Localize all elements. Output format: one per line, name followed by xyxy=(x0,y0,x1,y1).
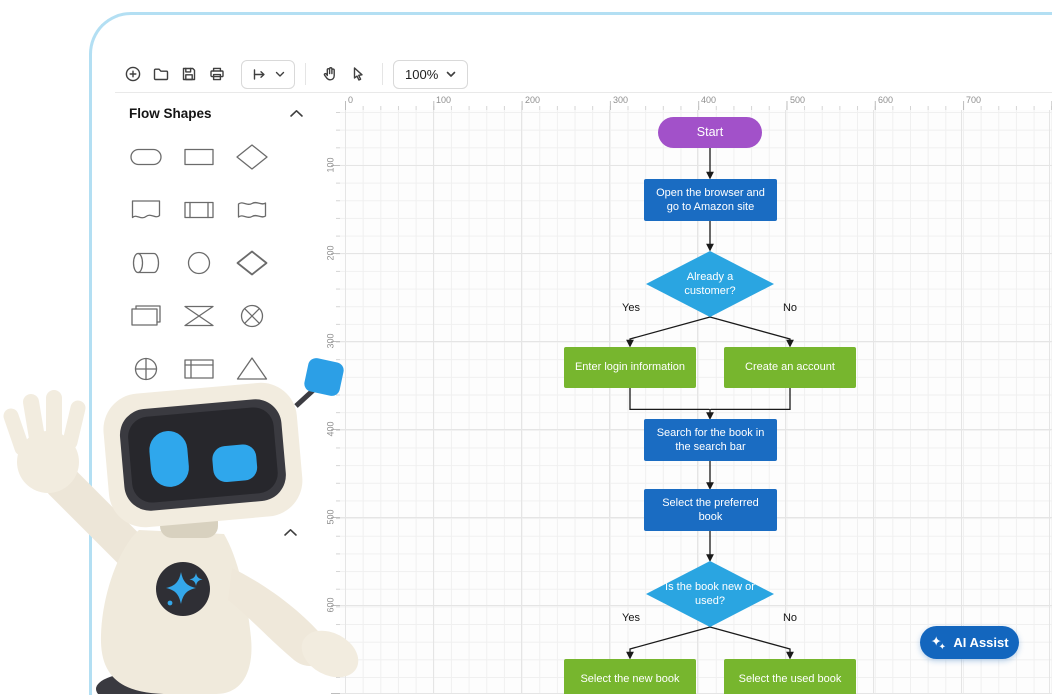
flow-node-select-new[interactable]: Select the new book xyxy=(564,659,696,694)
ruler-label: 500 xyxy=(790,95,806,105)
ruler-label: 700 xyxy=(966,95,982,105)
zoom-level-value: 100% xyxy=(405,66,439,82)
sidebar-section-collapse-button[interactable] xyxy=(281,523,300,542)
ruler-label: 100 xyxy=(436,95,452,105)
chevron-up-icon xyxy=(284,529,297,536)
ruler-label: 500 xyxy=(325,509,336,525)
shape-stored-data[interactable] xyxy=(119,236,172,289)
shape-document[interactable] xyxy=(119,183,172,236)
ruler-label: 600 xyxy=(878,95,894,105)
save-button[interactable] xyxy=(175,60,203,88)
print-button[interactable] xyxy=(203,60,231,88)
printer-icon xyxy=(210,67,224,81)
ruler-label: 400 xyxy=(325,421,336,437)
shape-diamond[interactable] xyxy=(225,130,278,183)
robot-palm xyxy=(17,431,79,493)
shape-palette xyxy=(119,130,278,395)
ruler-label: 200 xyxy=(325,245,336,261)
flow-node-select-preferred[interactable]: Select the preferred book xyxy=(644,489,777,531)
shape-internal-storage[interactable] xyxy=(172,342,225,395)
shape-multi-document[interactable] xyxy=(119,289,172,342)
toolbar-divider xyxy=(115,92,1052,93)
select-tool-button[interactable] xyxy=(344,60,372,88)
cursor-icon xyxy=(353,67,363,81)
shape-summing-junction[interactable] xyxy=(119,342,172,395)
ruler-label: 600 xyxy=(325,597,336,613)
flow-node-create-account[interactable]: Create an account xyxy=(724,347,856,388)
shape-flag[interactable] xyxy=(225,183,278,236)
shape-triangle[interactable] xyxy=(225,342,278,395)
flow-node-open-browser[interactable]: Open the browser and go to Amazon site xyxy=(644,179,777,221)
toolbar-separator xyxy=(305,63,306,85)
toolbar-separator xyxy=(382,63,383,85)
ruler-ticks xyxy=(340,101,1052,110)
shape-collate[interactable] xyxy=(172,289,225,342)
edge-label-no: No xyxy=(782,612,798,624)
robot-hand-fingers xyxy=(3,390,86,456)
ruler-label: 400 xyxy=(701,95,717,105)
circle-plus-icon xyxy=(125,66,141,82)
ruler-ticks xyxy=(331,110,340,694)
edge-label-yes: Yes xyxy=(622,612,640,624)
ruler-label: 300 xyxy=(325,333,336,349)
shape-terminator[interactable] xyxy=(119,130,172,183)
horizontal-ruler: 0 100 200 300 400 500 600 700 xyxy=(340,93,1052,111)
flow-node-enter-login[interactable]: Enter login information xyxy=(564,347,696,388)
connector-arrow-icon xyxy=(253,68,265,80)
sidebar-header: Flow Shapes xyxy=(115,93,322,129)
sidebar-title: Flow Shapes xyxy=(129,106,212,121)
ruler-label: 0 xyxy=(348,95,354,105)
edge-label-no: No xyxy=(782,302,798,314)
ai-assist-label: AI Assist xyxy=(953,635,1009,650)
hand-icon xyxy=(323,67,335,81)
save-icon xyxy=(182,67,196,81)
shape-circle[interactable] xyxy=(172,236,225,289)
ai-assist-button[interactable]: AI Assist xyxy=(920,626,1019,659)
connector-style-dropdown[interactable] xyxy=(241,59,295,89)
flow-node-select-used[interactable]: Select the used book xyxy=(724,659,856,694)
ruler-label: 200 xyxy=(525,95,541,105)
ruler-label: 300 xyxy=(613,95,629,105)
chevron-down-icon xyxy=(446,71,456,77)
zoom-level-dropdown[interactable]: 100% xyxy=(393,59,469,89)
diagram-canvas[interactable]: Start Open the browser and go to Amazon … xyxy=(340,110,1052,694)
circle-plus-button[interactable] xyxy=(119,60,147,88)
ruler-corner xyxy=(322,93,341,111)
shape-rectangle[interactable] xyxy=(172,130,225,183)
open-file-button[interactable] xyxy=(147,60,175,88)
chevron-down-icon xyxy=(275,71,285,77)
pan-tool-button[interactable] xyxy=(316,60,344,88)
flowchart-connectors xyxy=(626,148,794,660)
folder-icon xyxy=(153,68,169,81)
vertical-ruler: 100 200 300 400 500 600 xyxy=(322,110,341,694)
shape-or-junction[interactable] xyxy=(225,289,278,342)
edge-label-yes: Yes xyxy=(622,302,640,314)
shape-predefined-process[interactable] xyxy=(172,183,225,236)
flow-node-search-book[interactable]: Search for the book in the search bar xyxy=(644,419,777,461)
shape-decision-rounded[interactable] xyxy=(225,236,278,289)
shapes-sidebar: Flow Shapes xyxy=(115,93,323,694)
flow-node-start[interactable]: Start xyxy=(658,117,762,148)
chevron-up-icon[interactable] xyxy=(289,109,304,118)
ruler-label: 100 xyxy=(325,157,336,173)
sparkles-icon xyxy=(931,635,946,649)
toolbar: 100% xyxy=(119,58,469,90)
